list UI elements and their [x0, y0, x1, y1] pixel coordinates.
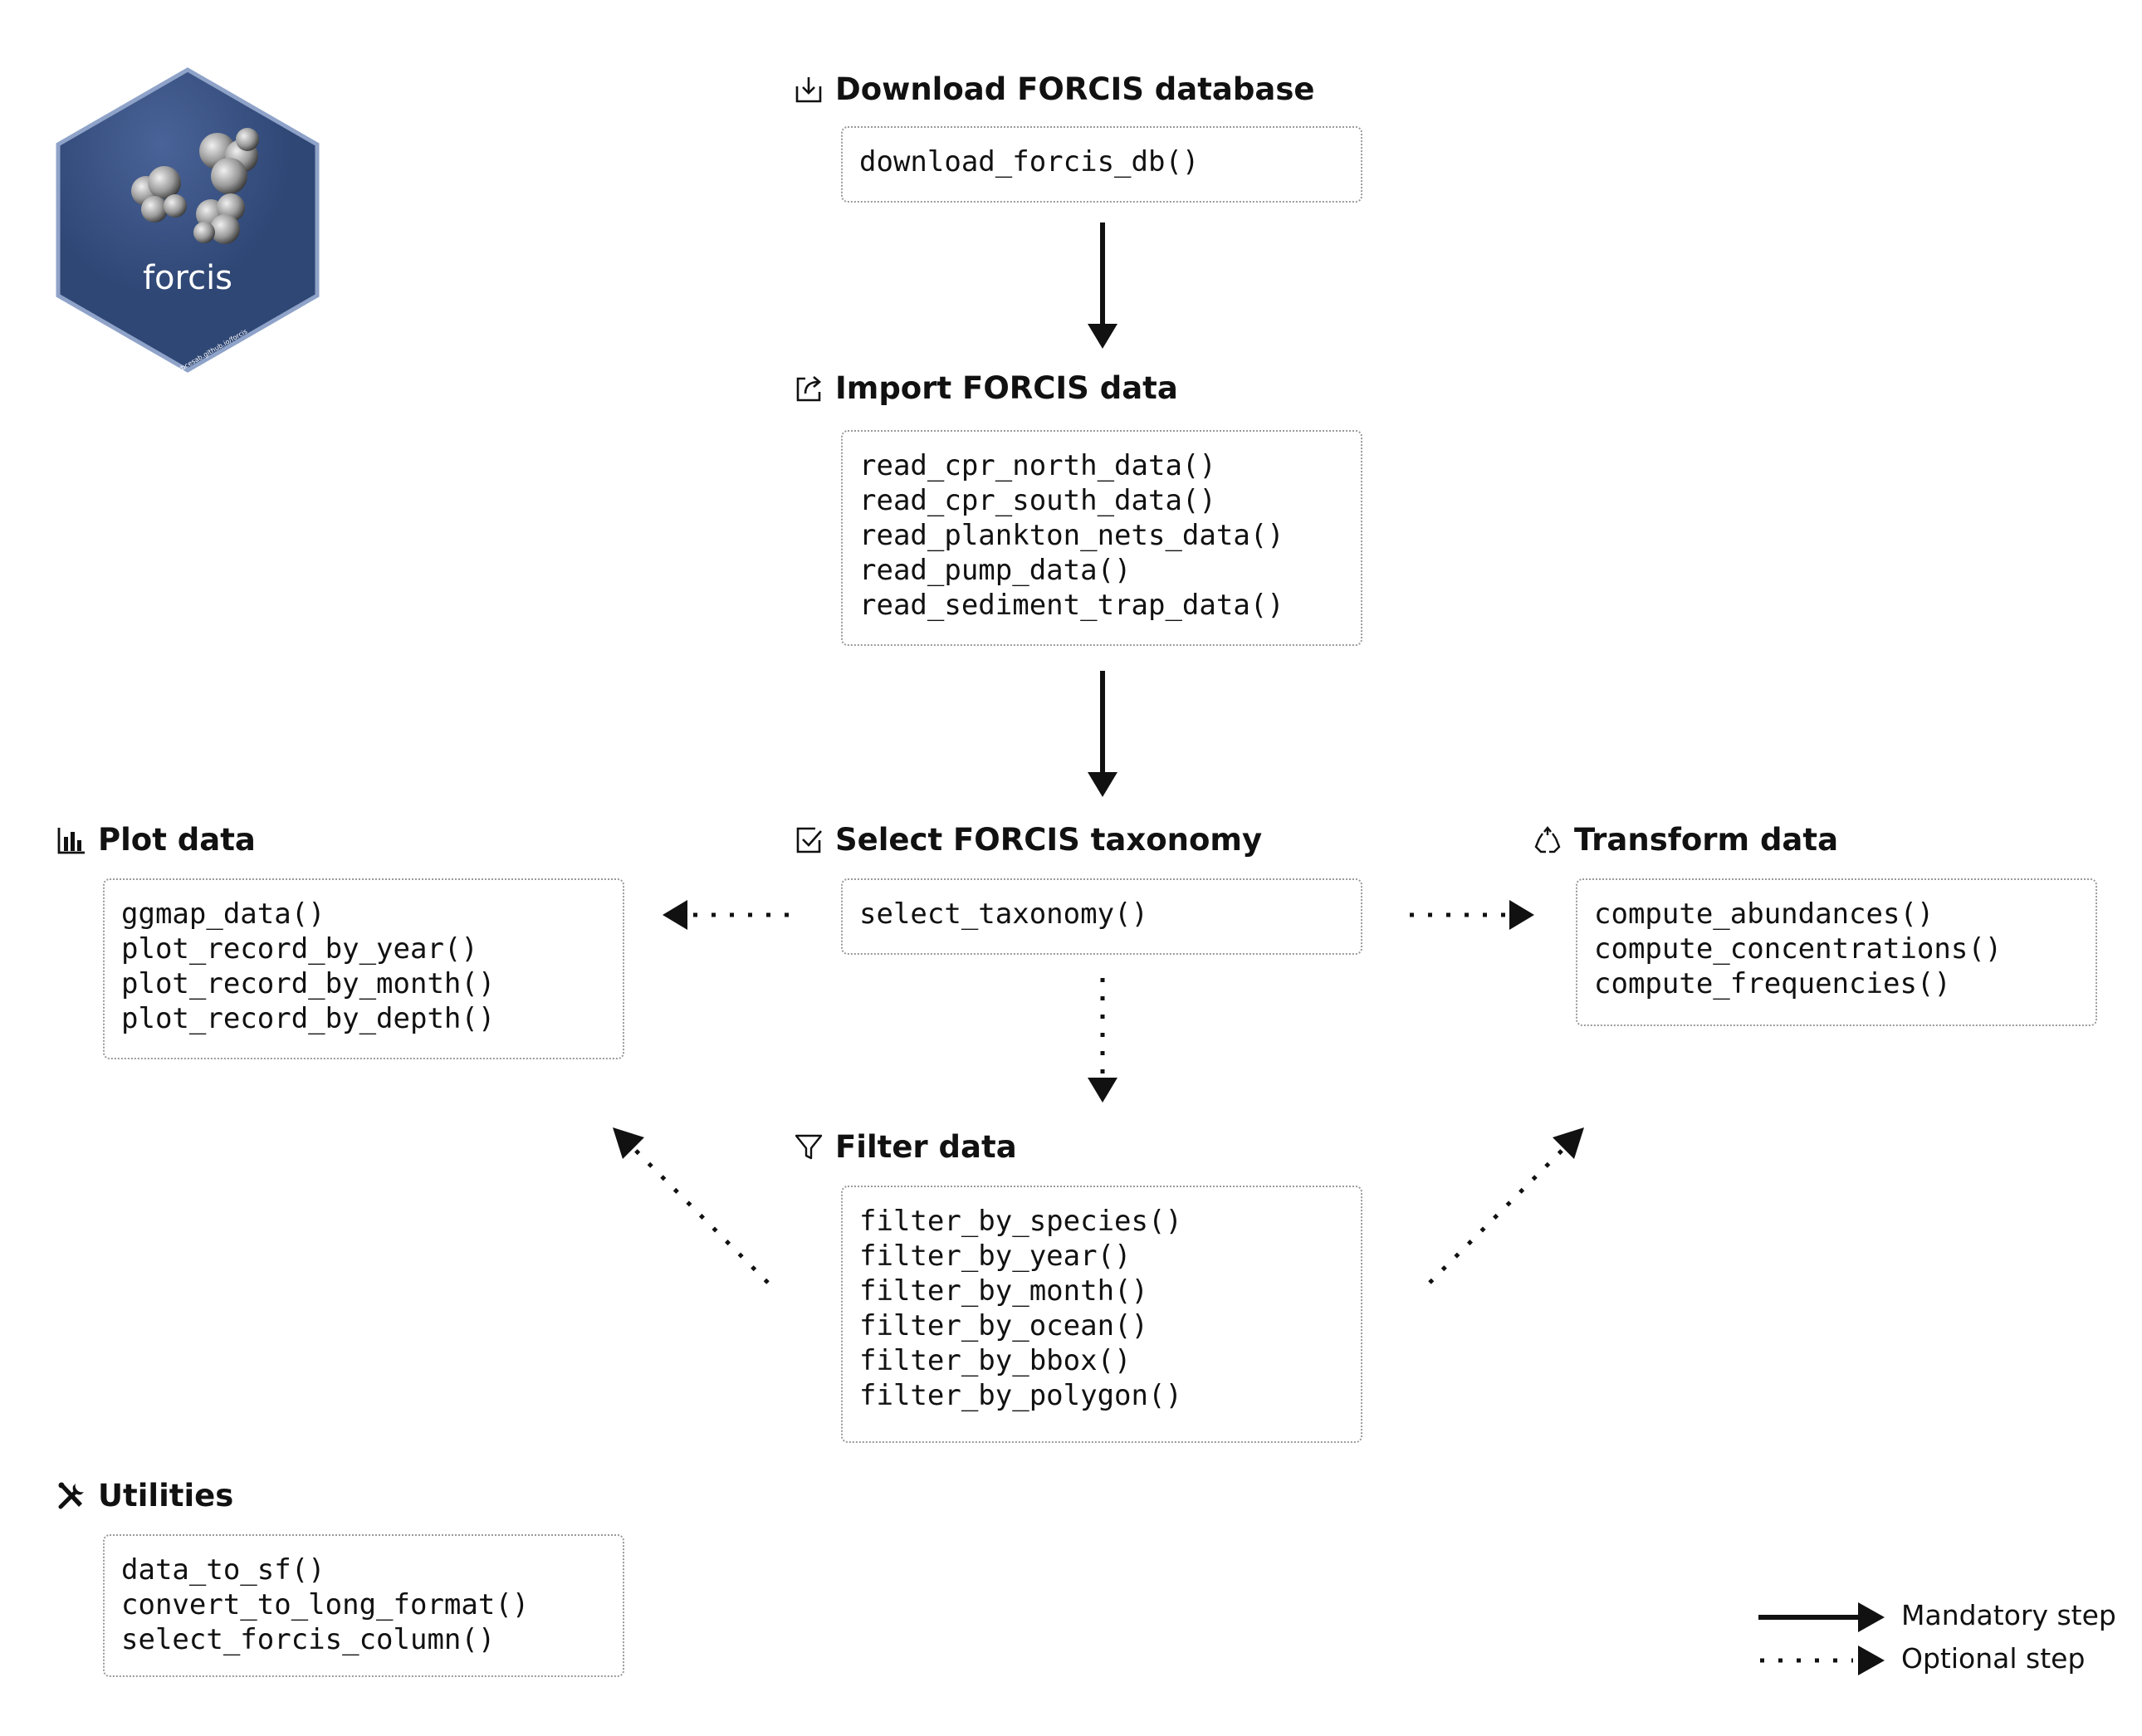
legend-mandatory-label: Mandatory step [1901, 1599, 2116, 1631]
transform-title: Transform data [1574, 822, 1839, 858]
bar-chart-icon [57, 827, 85, 853]
arrow-filter-to-plot [633, 1148, 770, 1284]
arrow-filter-to-plot-head [613, 1127, 644, 1159]
transform-heading: Transform data [1533, 822, 1838, 858]
function-name: filter_by_ocean() [859, 1309, 1148, 1342]
arrow-filter-to-transform-head [1553, 1127, 1584, 1159]
import-title: Import FORCIS data [835, 370, 1178, 406]
function-name: filter_by_polygon() [859, 1379, 1182, 1412]
function-name: filter_by_year() [859, 1240, 1132, 1273]
select-title: Select FORCIS taxonomy [835, 822, 1263, 858]
legend-optional-head [1858, 1646, 1885, 1675]
checkbox-icon [796, 827, 822, 853]
function-name: read_sediment_trap_data() [859, 589, 1284, 622]
function-name: download_forcis_db() [859, 145, 1200, 178]
filter-title: Filter data [835, 1129, 1017, 1165]
function-name: plot_record_by_year() [121, 932, 478, 966]
forcis-hex-logo: forcis https://frbcesab.github.io/forcis [55, 66, 320, 386]
arrow-select-to-filter-head [1088, 1078, 1117, 1103]
function-name: compute_frequencies() [1594, 967, 1951, 1000]
function-name: select_taxonomy() [859, 897, 1148, 931]
utilities-function-box: data_to_sf() convert_to_long_format() se… [103, 1534, 624, 1677]
plot-heading: Plot data [56, 822, 256, 858]
plot-function-box: ggmap_data() plot_record_by_year() plot_… [103, 878, 624, 1059]
arrow-import-to-select-head [1088, 772, 1117, 797]
function-name: plot_record_by_month() [121, 967, 496, 1000]
legend-mandatory-head [1858, 1602, 1885, 1632]
arrow-download-to-import-head [1088, 324, 1117, 349]
arrow-filter-to-transform [1428, 1148, 1564, 1284]
download-icon [795, 76, 822, 102]
download-function-box: download_forcis_db() [841, 126, 1362, 203]
function-name: read_cpr_south_data() [859, 484, 1216, 517]
function-name: plot_record_by_depth() [121, 1002, 496, 1035]
filter-function-box: filter_by_species() filter_by_year() fil… [841, 1186, 1362, 1443]
function-name: select_forcis_column() [121, 1623, 496, 1656]
function-name: ggmap_data() [121, 897, 325, 931]
select-heading: Select FORCIS taxonomy [794, 822, 1262, 858]
function-name: filter_by_bbox() [859, 1344, 1132, 1377]
legend-optional: Optional step [1901, 1642, 2085, 1675]
recycle-icon [1534, 825, 1561, 853]
transform-function-box: compute_abundances() compute_concentrati… [1576, 878, 2097, 1026]
filter-heading: Filter data [794, 1129, 1017, 1165]
tools-icon [58, 1482, 84, 1509]
function-name: read_plankton_nets_data() [859, 519, 1284, 552]
function-name: data_to_sf() [121, 1553, 325, 1587]
arrow-select-to-plot-head [663, 900, 687, 930]
function-name: compute_concentrations() [1594, 932, 2003, 966]
logo-name: forcis [143, 259, 232, 297]
function-name: convert_to_long_format() [121, 1588, 530, 1621]
download-heading: Download FORCIS database [794, 71, 1314, 107]
function-name: filter_by_month() [859, 1274, 1148, 1308]
filter-icon [795, 1134, 823, 1159]
function-name: compute_abundances() [1594, 897, 1934, 931]
utilities-heading: Utilities [56, 1478, 233, 1513]
function-name: filter_by_species() [859, 1205, 1182, 1238]
plot-title: Plot data [98, 822, 256, 858]
function-name: read_pump_data() [859, 554, 1132, 587]
foraminifera-icon [131, 128, 259, 244]
import-heading: Import FORCIS data [794, 370, 1178, 406]
legend-mandatory: Mandatory step [1901, 1599, 2116, 1631]
download-title: Download FORCIS database [835, 71, 1315, 107]
utilities-title: Utilities [98, 1478, 234, 1513]
import-function-box: read_cpr_north_data() read_cpr_south_dat… [841, 430, 1362, 646]
select-function-box: select_taxonomy() [841, 878, 1362, 955]
function-name: read_cpr_north_data() [859, 449, 1216, 482]
import-icon [796, 375, 821, 401]
legend-optional-label: Optional step [1901, 1642, 2086, 1675]
arrow-select-to-transform-head [1509, 900, 1534, 930]
